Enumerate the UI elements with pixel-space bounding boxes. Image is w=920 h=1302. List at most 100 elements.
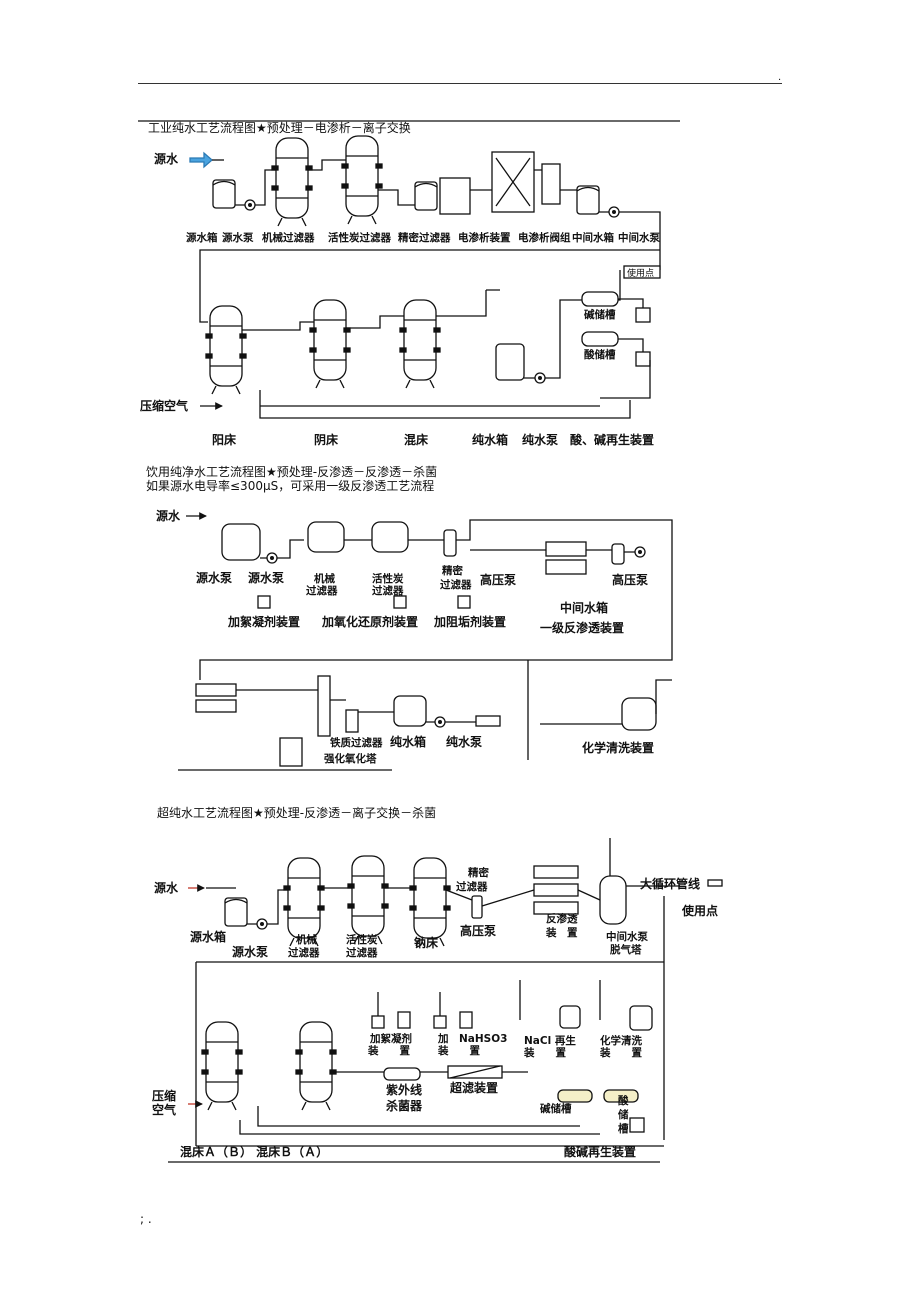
section3-title: 超纯水工艺流程图★预处理-反渗透－离子交换－杀菌 [157,806,437,820]
s1-usepoint-box [623,265,661,279]
s2-coag-label: 加絮凝剂装置 [227,614,300,629]
s3-acid2-label: 储 [618,1108,629,1121]
s1-mixed-label: 混床 [404,432,429,447]
s1-anion-label: 阴床 [314,432,339,447]
s2-source-pump [266,552,278,564]
s3-carbon1-label: 活性炭 [346,933,378,946]
s2-clean-label: 化学清洗装置 [582,740,654,755]
s3-nacl1-label: NaCl 再生 [524,1034,576,1047]
s1-ed-valves [541,163,561,205]
s3-usepoint-label: 使用点 [681,903,718,918]
s2-iron-filter [345,709,359,733]
s3-uv2-label: 杀菌器 [386,1098,423,1113]
s1-purepump-label: 纯水泵 [522,432,558,447]
s3-nahso2-label: 装 置 [437,1044,480,1057]
s2-mech1-label: 机械 [314,572,335,585]
s3-uv-sterilizer [383,1067,421,1081]
s3-sodium-label: 钠床 [414,935,439,950]
s3-mixed-label: 混床Ａ（Ｂ） 混床Ｂ（Ａ） [180,1144,328,1159]
s3-midtank-label: 中间水泵 [606,930,648,943]
s2-scale-label: 加阻垢剂装置 [433,614,506,629]
s3-source-pump [256,918,268,930]
s3-air1-label: 压缩 [152,1088,176,1103]
s1-ed-label: 电渗析装置 [458,231,511,244]
s3-coag2-label: 装 置 [367,1044,410,1057]
s3-hp-label: 高压泵 [460,923,496,938]
s2-hp2-label: 高压泵 [612,572,648,587]
s1-acid-tank [581,331,619,347]
s1-carbon-label: 活性炭过滤器 [328,231,391,244]
header-rule [138,83,782,84]
s3-air2-label: 空气 [152,1102,176,1117]
section1-title: 工业纯水工艺流程图★预处理－电渗析－离子交换 [148,121,411,135]
s1-pure-tank [495,343,525,381]
s1-precision-filter [414,181,438,211]
s3-carbon-filter [347,855,389,945]
s3-source-tank [224,897,248,927]
s1-mixed-bed [399,299,441,389]
s3-uv1-label: 紫外线 [386,1082,422,1097]
s2-carbon2-label: 过滤器 [372,584,404,597]
s1-puretank-label: 纯水箱 [472,432,508,447]
s3-alkali-tank [557,1089,593,1103]
s3-degas-tower [599,875,627,925]
section2-subtitle: 如果源水电导率≤300μS，可采用一级反渗透工艺流程 [146,479,435,493]
s2-redox-label: 加氧化还原剂装置 [321,614,418,629]
section2-title: 饮用纯净水工艺流程图★预处理-反渗透－反渗透－杀菌 [146,465,438,479]
s1-midpump-label: 中间水泵 [618,231,660,244]
s2-oxid-tower [317,675,331,737]
s3-mech-filter [283,857,325,947]
s1-air-label: 压缩空气 [140,398,188,413]
s2-purepump-label: 纯水泵 [446,734,482,749]
s3-nacl2-label: 装 置 [523,1046,566,1059]
s3-precision-filter [471,895,483,919]
s2-prec2-label: 过滤器 [440,578,472,591]
s2-pump2-label: 源水泵 [248,570,284,585]
s3-alkali-label: 碱储槽 [540,1102,572,1115]
s1-source-label: 源水 [154,151,179,166]
s1-precision-label: 精密过滤器 [398,231,451,244]
s2-pure-pump [434,716,446,728]
s2-ro1-label: 一级反渗透装置 [540,620,624,635]
s2-midtank-label: 中间水箱 [560,600,608,615]
s3-prec1-label: 精密 [468,866,489,879]
s1-mech-filter [271,137,313,227]
s3-loop-label: 大循环管线 [640,876,700,891]
s1-cation-label: 阳床 [212,432,237,447]
s3-acid3-label: 槽 [618,1122,629,1135]
s2-source-label: 源水 [156,508,181,523]
s1-carbon-filter [341,135,383,225]
s3-tank-label: 源水箱 [190,929,226,944]
s1-source-arrow [189,151,213,169]
s2-mech-filter [307,521,345,553]
s1-pump-label: 源水泵 [222,231,254,244]
s2-hp1-label: 高压泵 [480,572,516,587]
s3-pump-label: 源水泵 [232,944,268,959]
s3-acid-tank [603,1089,639,1103]
s3-mech1-label: 机械 [296,933,317,946]
s2-iron-label: 铁质过滤器 [330,736,383,749]
s2-precision-filter [443,529,457,557]
s2-puretank-label: 纯水箱 [390,734,426,749]
s2-prec1-label: 精密 [442,564,463,577]
s2-oxid-label: 强化氧化塔 [324,752,377,765]
s3-mixed-bed-b [295,1021,337,1111]
s3-prec2-label: 过滤器 [456,880,488,893]
s1-acid-label: 酸储槽 [584,348,616,361]
s2-clean-tank [621,697,657,731]
s3-mixed-bed-a [201,1021,243,1111]
s1-tank-label: 源水箱 [186,231,218,244]
s2-source-tank [221,523,261,561]
s1-pure-pump [534,372,546,384]
s1-mid-pump [608,206,620,218]
s3-mech2-label: 过滤器 [288,946,320,959]
s2-carbon-filter [371,521,409,553]
header-dot: . [778,72,782,83]
footer-dot: ; . [140,1212,152,1226]
s2-mech2-label: 过滤器 [306,584,338,597]
s3-regen-label: 酸碱再生装置 [564,1144,636,1159]
s3-carbon2-label: 过滤器 [346,946,378,959]
s2-carbon1-label: 活性炭 [372,572,404,585]
s2-pump1-label: 源水泵 [196,570,232,585]
s1-usepoint-label: 使用点 [627,267,654,279]
